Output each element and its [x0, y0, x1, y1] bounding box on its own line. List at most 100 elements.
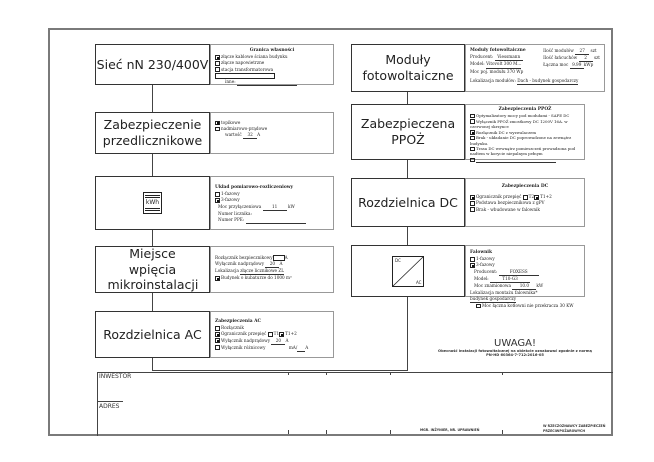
ppe-number-input[interactable] [245, 217, 306, 224]
ac-rcd-input[interactable] [297, 345, 306, 352]
tick-mark [326, 372, 327, 375]
breaker-input[interactable]: 20 [265, 261, 280, 269]
ppe-number-label: Numer PPE: [218, 216, 245, 222]
title-block [97, 372, 613, 436]
cable-junction-checkbox[interactable] [215, 55, 220, 60]
pv-power-unit: Wp [516, 68, 524, 74]
title-block-divider [97, 401, 123, 402]
pv-power-input[interactable]: 370 [506, 68, 515, 74]
connection-power-label: Moc przyłączeniowa [218, 203, 262, 209]
pv-producer-input[interactable]: Viessmann [494, 54, 523, 62]
network-box[interactable]: Sieć nN 230/400V [95, 44, 210, 85]
ownership-header: Granica własności [249, 48, 295, 53]
location-input[interactable]: złącze licznikowe ZL [240, 268, 285, 276]
breaker-unit: A [279, 261, 283, 267]
pre-meter-protection-box[interactable]: Zabezpieczenie przedlicznikowe [95, 112, 210, 154]
ac-disconnector-checkbox[interactable] [215, 326, 220, 331]
cable-junction-suffix: ściana budynku [254, 54, 288, 60]
boiler-power-checkbox[interactable] [476, 303, 481, 309]
transformer-input[interactable] [215, 72, 275, 79]
fire-protection-box[interactable]: Zabezpieczena PPOŻ [351, 104, 465, 160]
inverter-1phase-label: 1-fazowy [476, 256, 495, 262]
connection-power-input[interactable]: 11 [262, 204, 287, 211]
overcurrent-label: nadmiarowo-prądowe [221, 126, 268, 132]
pv-power-label: Moc poj. modułu [470, 68, 506, 74]
other-label: inne: [225, 78, 236, 84]
dc-fuse-base-checkbox[interactable] [470, 201, 475, 206]
inverter-3phase-checkbox[interactable] [470, 263, 475, 268]
pv-model-input[interactable]: Vitovolt 300 M... [486, 61, 522, 69]
fire-opt-outside-label: Brak - układanie DC poprowadzone na zewn… [470, 135, 572, 146]
ac-breaker-input[interactable]: 20 [271, 338, 286, 345]
inverter-3phase-label: 3-fazowy [476, 262, 495, 268]
inverter-power-unit: kW [536, 282, 544, 288]
ac-switchboard-box[interactable]: Rozdzielnica AC [95, 311, 210, 358]
fire-opt-ppoz-switch-label: Wyłącznik PPOŻ zmostkowy DC 1200V 16A. w… [470, 118, 568, 130]
fire-opt-ppoz-switch-checkbox[interactable] [470, 119, 475, 124]
inverter-1phase-checkbox[interactable] [470, 257, 475, 262]
pv-title-line1: Moduły [385, 52, 431, 68]
overcurrent-checkbox[interactable] [215, 126, 220, 132]
tick-mark [390, 430, 391, 434]
pv-location-label: Lokalizacja modułów: [470, 77, 516, 83]
ac-surge-arrester-checkbox[interactable] [215, 332, 220, 337]
fire-opt-dc-disconnector-label: Rozłącznik DC z wyzwalaczem [476, 129, 537, 135]
dc-switchboard-box[interactable]: Rozdzielnica DC [351, 178, 465, 227]
inverter-panel: Falownik 1-fazowy 3-fazowy Producent: FO… [465, 245, 585, 309]
pv-total-input[interactable]: 9.99 [569, 62, 584, 70]
dc-surge-arrester-checkbox[interactable] [470, 195, 475, 200]
fire-opt-outside-checkbox[interactable] [470, 135, 475, 141]
three-phase-checkbox[interactable] [215, 198, 220, 203]
dc-t2-checkbox[interactable] [522, 195, 528, 200]
inverter-producer-input[interactable]: FOXESS [498, 269, 539, 276]
pv-strings-input[interactable]: 2 [578, 55, 593, 63]
pv-count-input[interactable]: 27 [575, 48, 590, 56]
ac-rcd-suffix: mA/ [288, 344, 298, 350]
ac-t1-label: T1 [273, 331, 280, 337]
ac-t1-checkbox[interactable] [267, 332, 273, 337]
ac-t12-label: T1+2 [285, 331, 297, 337]
ac-switchboard-title: Rozdzielnica AC [103, 326, 202, 342]
building-volume-checkbox[interactable] [215, 275, 220, 281]
ac-protection-header: Zabezpieczenia AC [215, 319, 262, 324]
fire-opt-conduit-checkbox[interactable] [470, 146, 475, 152]
ac-breaker-label: Wyłącznik nadprądowy [221, 337, 271, 343]
location-label: Lokalizacja [215, 268, 239, 274]
fire-opt-other-input[interactable] [476, 157, 556, 164]
inverter-location-input[interactable]: budynek gospodarczy [470, 296, 517, 304]
kwh-meter-icon: kWh [143, 192, 162, 214]
ac-rcd-checkbox[interactable] [215, 345, 220, 350]
single-phase-checkbox[interactable] [215, 192, 220, 197]
inverter-model-input[interactable]: T10-G3 [490, 276, 531, 283]
dc-t12-checkbox[interactable] [534, 195, 540, 200]
ac-surge-arrester-label: Ogranicznik przepięć [221, 331, 267, 337]
fuse-switch-input[interactable] [272, 255, 285, 261]
pv-strings-label: Ilość łańcuchów [543, 55, 578, 61]
transformer-checkbox[interactable] [215, 67, 220, 72]
meter-box[interactable]: kWh [95, 176, 210, 230]
inverter-box[interactable]: DC AC [351, 245, 465, 297]
fire-opt-dc-disconnector-checkbox[interactable] [470, 130, 475, 135]
overhead-junction-checkbox[interactable] [215, 61, 220, 66]
pv-location-input[interactable]: Dach - budynek gospodarczy [517, 78, 579, 85]
breaker-label: Wyłącznik nadprądowy [215, 261, 265, 267]
fire-opt-optimizers-checkbox[interactable] [470, 113, 475, 119]
warning-line1: Obecność instalacji fotowoltaicznej na o… [438, 349, 592, 353]
dc-builtin-checkbox[interactable] [470, 207, 475, 212]
ownership-boundary-panel: Granica własności złącze kablowe ściana … [210, 44, 334, 86]
ac-breaker-checkbox[interactable] [215, 338, 220, 343]
pv-count-unit: szt [590, 48, 597, 53]
dc-fuse-base-label: Podstawa bezpiecznikowa z gPV [476, 200, 545, 206]
other-input[interactable] [236, 79, 297, 86]
ac-t12-checkbox[interactable] [279, 332, 285, 337]
fuse-checkbox[interactable] [215, 120, 220, 126]
tick-mark [288, 430, 289, 434]
fire-opt-other-checkbox[interactable] [470, 157, 475, 163]
inverter-power-input[interactable]: 10.0 [512, 283, 537, 290]
fuse-switch-label: Rozłącznik bezpiecznikowy [215, 255, 273, 260]
value-input[interactable]: 32 [243, 132, 258, 140]
pv-modules-box[interactable]: Moduły fotowoltaiczne [351, 44, 465, 92]
ac-disconnector-label: Rozłącznik [221, 325, 244, 331]
connection-point-box[interactable]: Miejsce wpięcia mikroinstalacji [95, 246, 210, 293]
